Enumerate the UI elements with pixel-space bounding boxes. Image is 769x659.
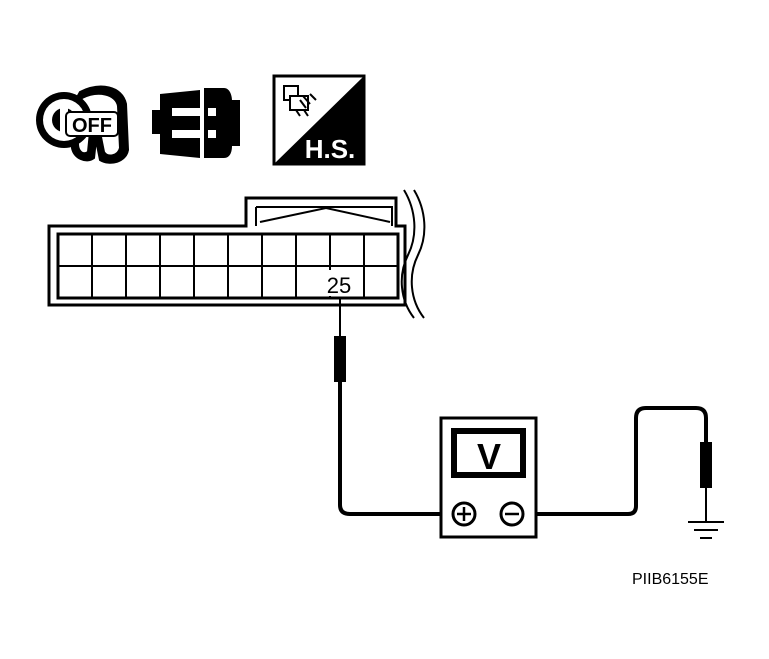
voltmeter: V bbox=[439, 416, 538, 539]
connector-terminal-grid bbox=[58, 234, 398, 298]
ground-symbol-icon bbox=[688, 521, 724, 539]
harness-connector-icon bbox=[283, 85, 317, 117]
ignition-off-icon: OFF bbox=[36, 85, 130, 164]
ignition-off-label: OFF bbox=[72, 115, 112, 137]
figure-code: PIIB6155E bbox=[632, 571, 709, 588]
voltmeter-unit-label: V bbox=[477, 436, 501, 477]
connector-lock-tab bbox=[255, 206, 393, 226]
voltmeter-negative-terminal-icon bbox=[499, 501, 525, 527]
connector-disconnected-icon bbox=[152, 88, 240, 158]
positive-probe bbox=[334, 298, 446, 516]
harness-connector: 25 bbox=[47, 189, 426, 319]
voltmeter-positive-terminal-icon bbox=[451, 501, 477, 527]
connector-break-lines bbox=[400, 189, 426, 319]
ground-lead bbox=[524, 406, 724, 539]
harness-side-icon: H.S. bbox=[272, 74, 366, 166]
terminal-25-label: 25 bbox=[327, 273, 351, 298]
harness-side-label: H.S. bbox=[305, 134, 356, 164]
